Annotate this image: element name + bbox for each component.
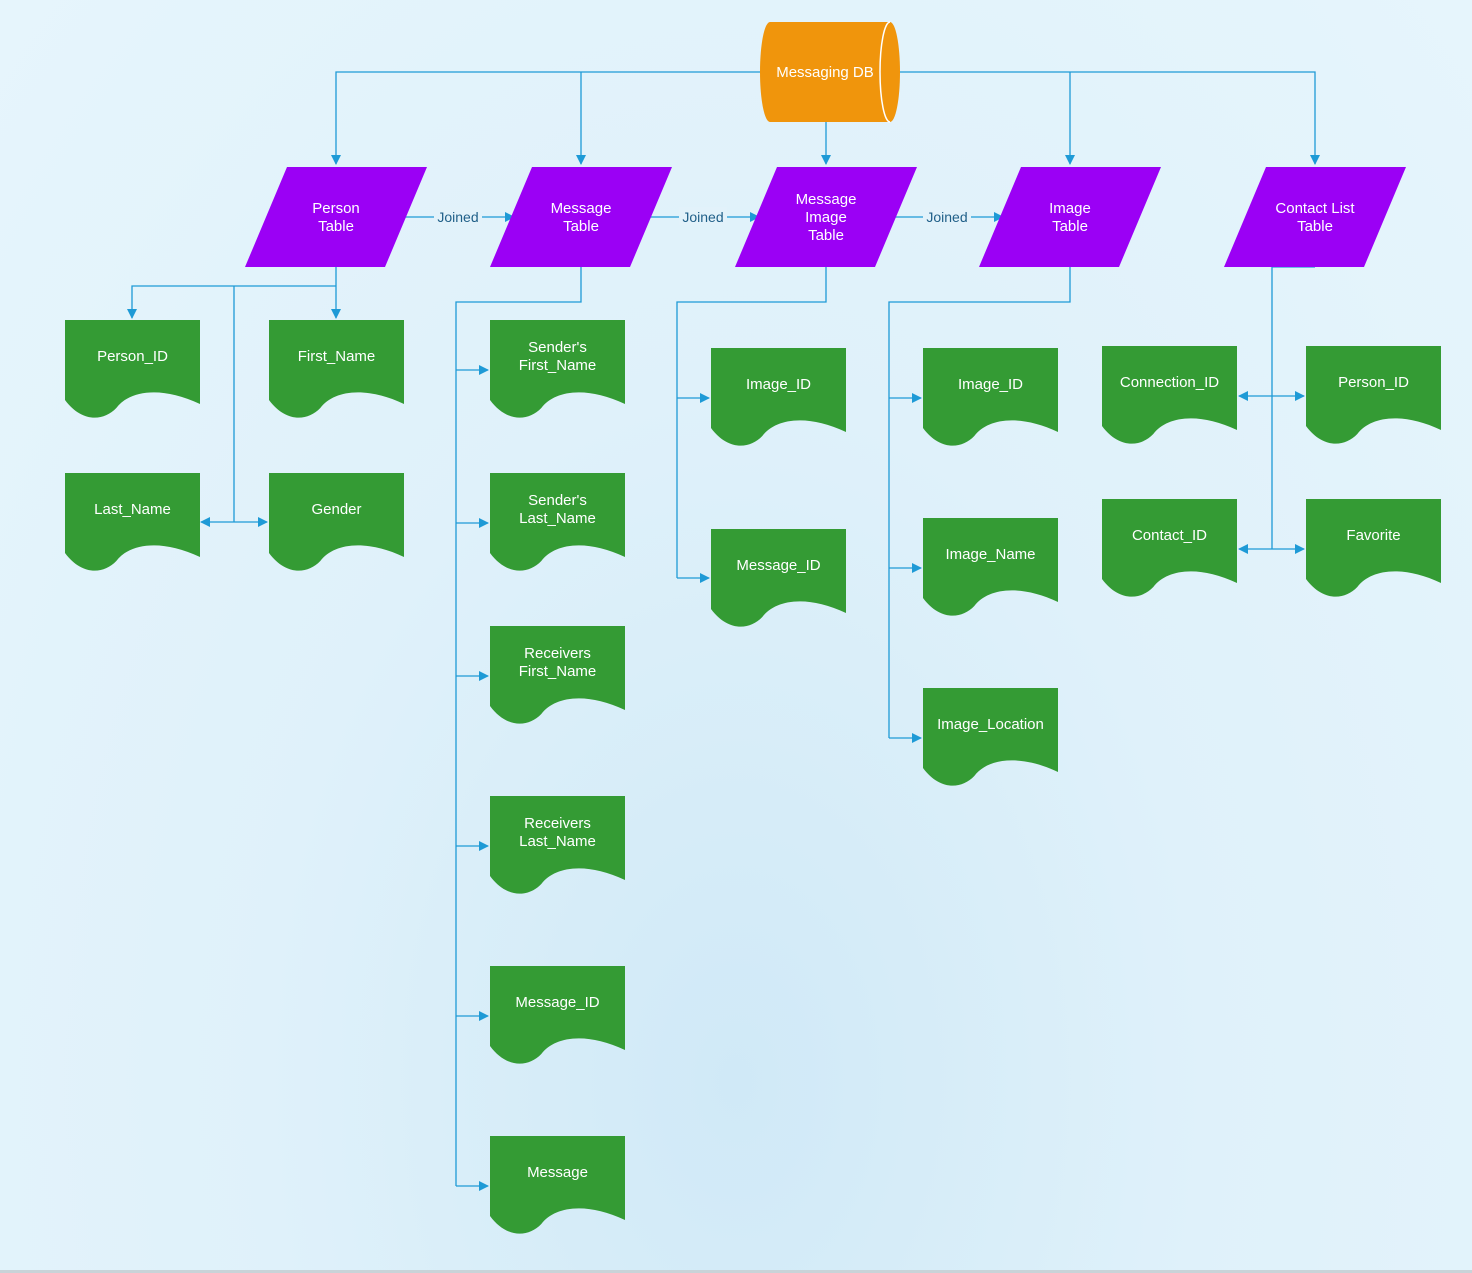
- database-cylinder-edge: [879, 21, 891, 123]
- join-label-bg: [434, 207, 482, 225]
- field-node-m-sender-first-label: First_Name: [519, 357, 597, 374]
- join-labels: Joined Joined Joined: [434, 207, 971, 225]
- field-node-c-person-id[interactable]: [1306, 346, 1441, 444]
- join-label-bg: [679, 207, 727, 225]
- connector-person-person-id: [127, 285, 336, 319]
- join-label: Joined: [437, 209, 478, 225]
- table-node-message-image-label: Image: [805, 209, 847, 226]
- field-node-c-connection-id[interactable]: [1102, 346, 1237, 444]
- join-label: Joined: [926, 209, 967, 225]
- field-node-m-message-label: Message: [527, 1164, 588, 1181]
- field-node-i-image-location-label: Image_Location: [937, 716, 1044, 733]
- field-node-m-receiver-first-label: First_Name: [519, 663, 597, 680]
- field-node-m-receiver-last-label: Last_Name: [519, 833, 596, 850]
- field-node-i-image-id-label: Image_ID: [958, 376, 1023, 393]
- field-node-mi-message-id[interactable]: [711, 529, 846, 627]
- connector-message-trunk: [455, 267, 582, 1186]
- field-node-i-image-id[interactable]: [923, 348, 1058, 446]
- table-node-person-label: Table: [318, 218, 354, 235]
- field-node-m-sender-last-label: Sender's: [528, 492, 587, 509]
- connector-db-person: [331, 71, 760, 165]
- field-node-mi-message-id-label: Message_ID: [736, 557, 820, 574]
- table-node-contact-list-label: Table: [1297, 218, 1333, 235]
- field-node-p-last-name-label: Last_Name: [94, 501, 171, 518]
- table-node-contact-list-label: Contact List: [1275, 200, 1355, 217]
- field-node-p-first-name[interactable]: [269, 320, 404, 418]
- table-node-person[interactable]: [245, 167, 427, 267]
- field-node-m-receiver-last[interactable]: [490, 796, 625, 894]
- cylinder-database-icon[interactable]: [760, 21, 900, 123]
- field-node-mi-image-id[interactable]: [711, 348, 846, 446]
- field-node-m-receiver-first-label: Receivers: [524, 645, 591, 662]
- field-node-m-receiver-first[interactable]: [490, 626, 625, 724]
- field-node-p-person-id[interactable]: [65, 320, 200, 418]
- connector-message-image-trunk: [676, 267, 827, 578]
- field-node-m-message[interactable]: [490, 1136, 625, 1234]
- table-node-image-label: Table: [1052, 218, 1088, 235]
- connector-db-contact-list: [900, 71, 1320, 165]
- table-node-message-label: Table: [563, 218, 599, 235]
- field-node-c-contact-id[interactable]: [1102, 499, 1237, 597]
- field-node-c-connection-id-label: Connection_ID: [1120, 374, 1219, 391]
- field-node-i-image-name[interactable]: [923, 518, 1058, 616]
- join-label: Joined: [682, 209, 723, 225]
- field-node-m-sender-last[interactable]: [490, 473, 625, 571]
- table-node-contact-list[interactable]: [1224, 167, 1406, 267]
- shapes: Messaging DBPersonTableMessageTableMessa…: [65, 21, 1441, 1234]
- field-node-c-favorite-label: Favorite: [1346, 527, 1400, 544]
- field-node-c-contact-id-label: Contact_ID: [1132, 527, 1207, 544]
- field-node-p-first-name-label: First_Name: [298, 348, 376, 365]
- table-node-image[interactable]: [979, 167, 1161, 267]
- table-node-message-image[interactable]: [735, 167, 917, 267]
- join-label-bg: [923, 207, 971, 225]
- field-node-p-gender-label: Gender: [311, 501, 361, 518]
- field-node-c-person-id-label: Person_ID: [1338, 374, 1409, 391]
- field-node-m-sender-first[interactable]: [490, 320, 625, 418]
- table-node-message[interactable]: [490, 167, 672, 267]
- field-node-c-favorite[interactable]: [1306, 499, 1441, 597]
- field-node-m-sender-first-label: Sender's: [528, 339, 587, 356]
- field-node-i-image-name-label: Image_Name: [945, 546, 1035, 563]
- field-node-i-image-location[interactable]: [923, 688, 1058, 786]
- connector-image-trunk: [888, 267, 1071, 738]
- field-node-m-message-id-label: Message_ID: [515, 994, 599, 1011]
- table-node-image-label: Image: [1049, 200, 1091, 217]
- field-node-m-message-id[interactable]: [490, 966, 625, 1064]
- page-bottom-border: [0, 1270, 1472, 1273]
- field-node-mi-image-id-label: Image_ID: [746, 376, 811, 393]
- database-node[interactable]: [760, 22, 900, 122]
- field-node-p-gender[interactable]: [269, 473, 404, 571]
- field-node-p-person-id-label: Person_ID: [97, 348, 168, 365]
- table-node-message-image-label: Message: [796, 191, 857, 208]
- field-node-m-sender-last-label: Last_Name: [519, 510, 596, 527]
- table-node-message-image-label: Table: [808, 227, 844, 244]
- database-label: Messaging DB: [776, 64, 874, 81]
- table-node-person-label: Person: [312, 200, 360, 217]
- field-node-m-receiver-last-label: Receivers: [524, 815, 591, 832]
- table-node-message-label: Message: [551, 200, 612, 217]
- field-node-p-last-name[interactable]: [65, 473, 200, 571]
